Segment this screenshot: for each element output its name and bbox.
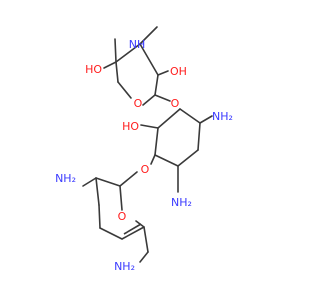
o-link-bottom-label: O bbox=[141, 163, 150, 176]
o-ring-top-label: O bbox=[134, 97, 143, 110]
bottom-ring-bonds bbox=[82, 171, 149, 263]
nh2-bottom-label: NH₂ bbox=[114, 260, 135, 273]
nh-methyl-label: NH bbox=[129, 38, 146, 51]
top-ring-bonds bbox=[103, 26, 171, 106]
o-ring-bottom-label: O bbox=[118, 210, 127, 223]
middle-ring-bonds bbox=[140, 108, 213, 193]
nh2-right-top-label: NH₂ bbox=[212, 110, 233, 123]
nh2-left-label: NH₂ bbox=[55, 172, 76, 185]
molecule-structure: NH OH HO O O HO NH₂ NH₂ O NH₂ O NH₂ bbox=[55, 26, 233, 273]
ho-left-label: HO bbox=[85, 63, 102, 76]
nh2-right-bottom-label: NH₂ bbox=[171, 196, 192, 209]
oh-top-label: OH bbox=[170, 65, 187, 78]
o-link-top-label: O bbox=[171, 97, 180, 110]
ho-mid-label: HO bbox=[122, 120, 139, 133]
